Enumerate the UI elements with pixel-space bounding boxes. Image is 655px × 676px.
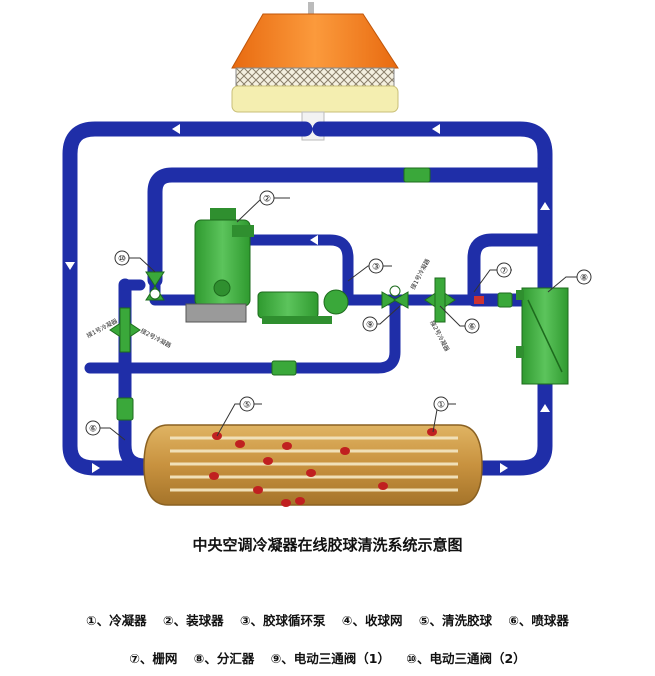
- ball-injector-right: [424, 277, 456, 323]
- legend-item: ①、冷凝器: [86, 613, 147, 628]
- ball-injector-left: [109, 307, 141, 353]
- three-way-valve-2: [145, 271, 165, 301]
- callout-2: ②: [263, 195, 271, 205]
- label-left-b: 接2号冷凝器: [139, 327, 173, 350]
- callout-5: ⑤: [243, 401, 251, 411]
- label-right-b: 接2号冷凝器: [428, 319, 451, 353]
- condenser: [143, 424, 483, 507]
- legend-item: ⑨、电动三通阀（1）: [270, 651, 391, 666]
- callout-9: ⑨: [366, 321, 374, 331]
- callout-10: ⑩: [118, 255, 126, 265]
- legend-item: ③、胶球循环泵: [239, 613, 326, 628]
- legend-item: ④、收球网: [341, 613, 403, 628]
- three-way-valve-1: [381, 285, 409, 309]
- callout-7: ⑦: [500, 267, 508, 277]
- callout-8: ⑧: [580, 274, 588, 284]
- callout-1: ①: [437, 401, 445, 411]
- collector: [516, 287, 569, 385]
- callout-6-left: ⑥: [89, 425, 97, 435]
- legend-row-2: ⑦、栅网 ⑧、分汇器 ⑨、电动三通阀（1） ⑩、电动三通阀（2）: [0, 648, 655, 667]
- system-diagram: ② ③ ⑨ ⑥ ⑦ ⑧ ⑩ ⑤ ① ⑥ 接1号冷凝器 接2号冷凝器 接1号冷凝器…: [62, 2, 592, 507]
- ball-circulation-pump: [257, 289, 349, 324]
- legend-item: ⑩、电动三通阀（2）: [406, 651, 526, 666]
- legend-item: ⑥、喷球器: [508, 613, 569, 628]
- legend-item: ⑦、栅网: [129, 651, 178, 666]
- legend-item: ⑤、清洗胶球: [418, 613, 492, 628]
- callout-3: ③: [372, 263, 380, 273]
- legend-row-1: ①、冷凝器 ②、装球器 ③、胶球循环泵 ④、收球网 ⑤、清洗胶球 ⑥、喷球器: [0, 610, 655, 629]
- legend-item: ②、装球器: [163, 613, 224, 628]
- diagram-title: 中央空调冷凝器在线胶球清洗系统示意图: [192, 536, 463, 554]
- cooling-tower: [231, 2, 399, 141]
- callout-6-right: ⑥: [468, 323, 476, 333]
- flow-arrows: [65, 124, 550, 473]
- inline-valves: [116, 167, 513, 421]
- ball-loader: [185, 208, 254, 323]
- callout-badges: [85, 190, 592, 436]
- grid-screen: [474, 296, 484, 304]
- label-right-a: 接1号冷凝器: [409, 257, 432, 291]
- legend-item: ⑧、分汇器: [193, 651, 255, 666]
